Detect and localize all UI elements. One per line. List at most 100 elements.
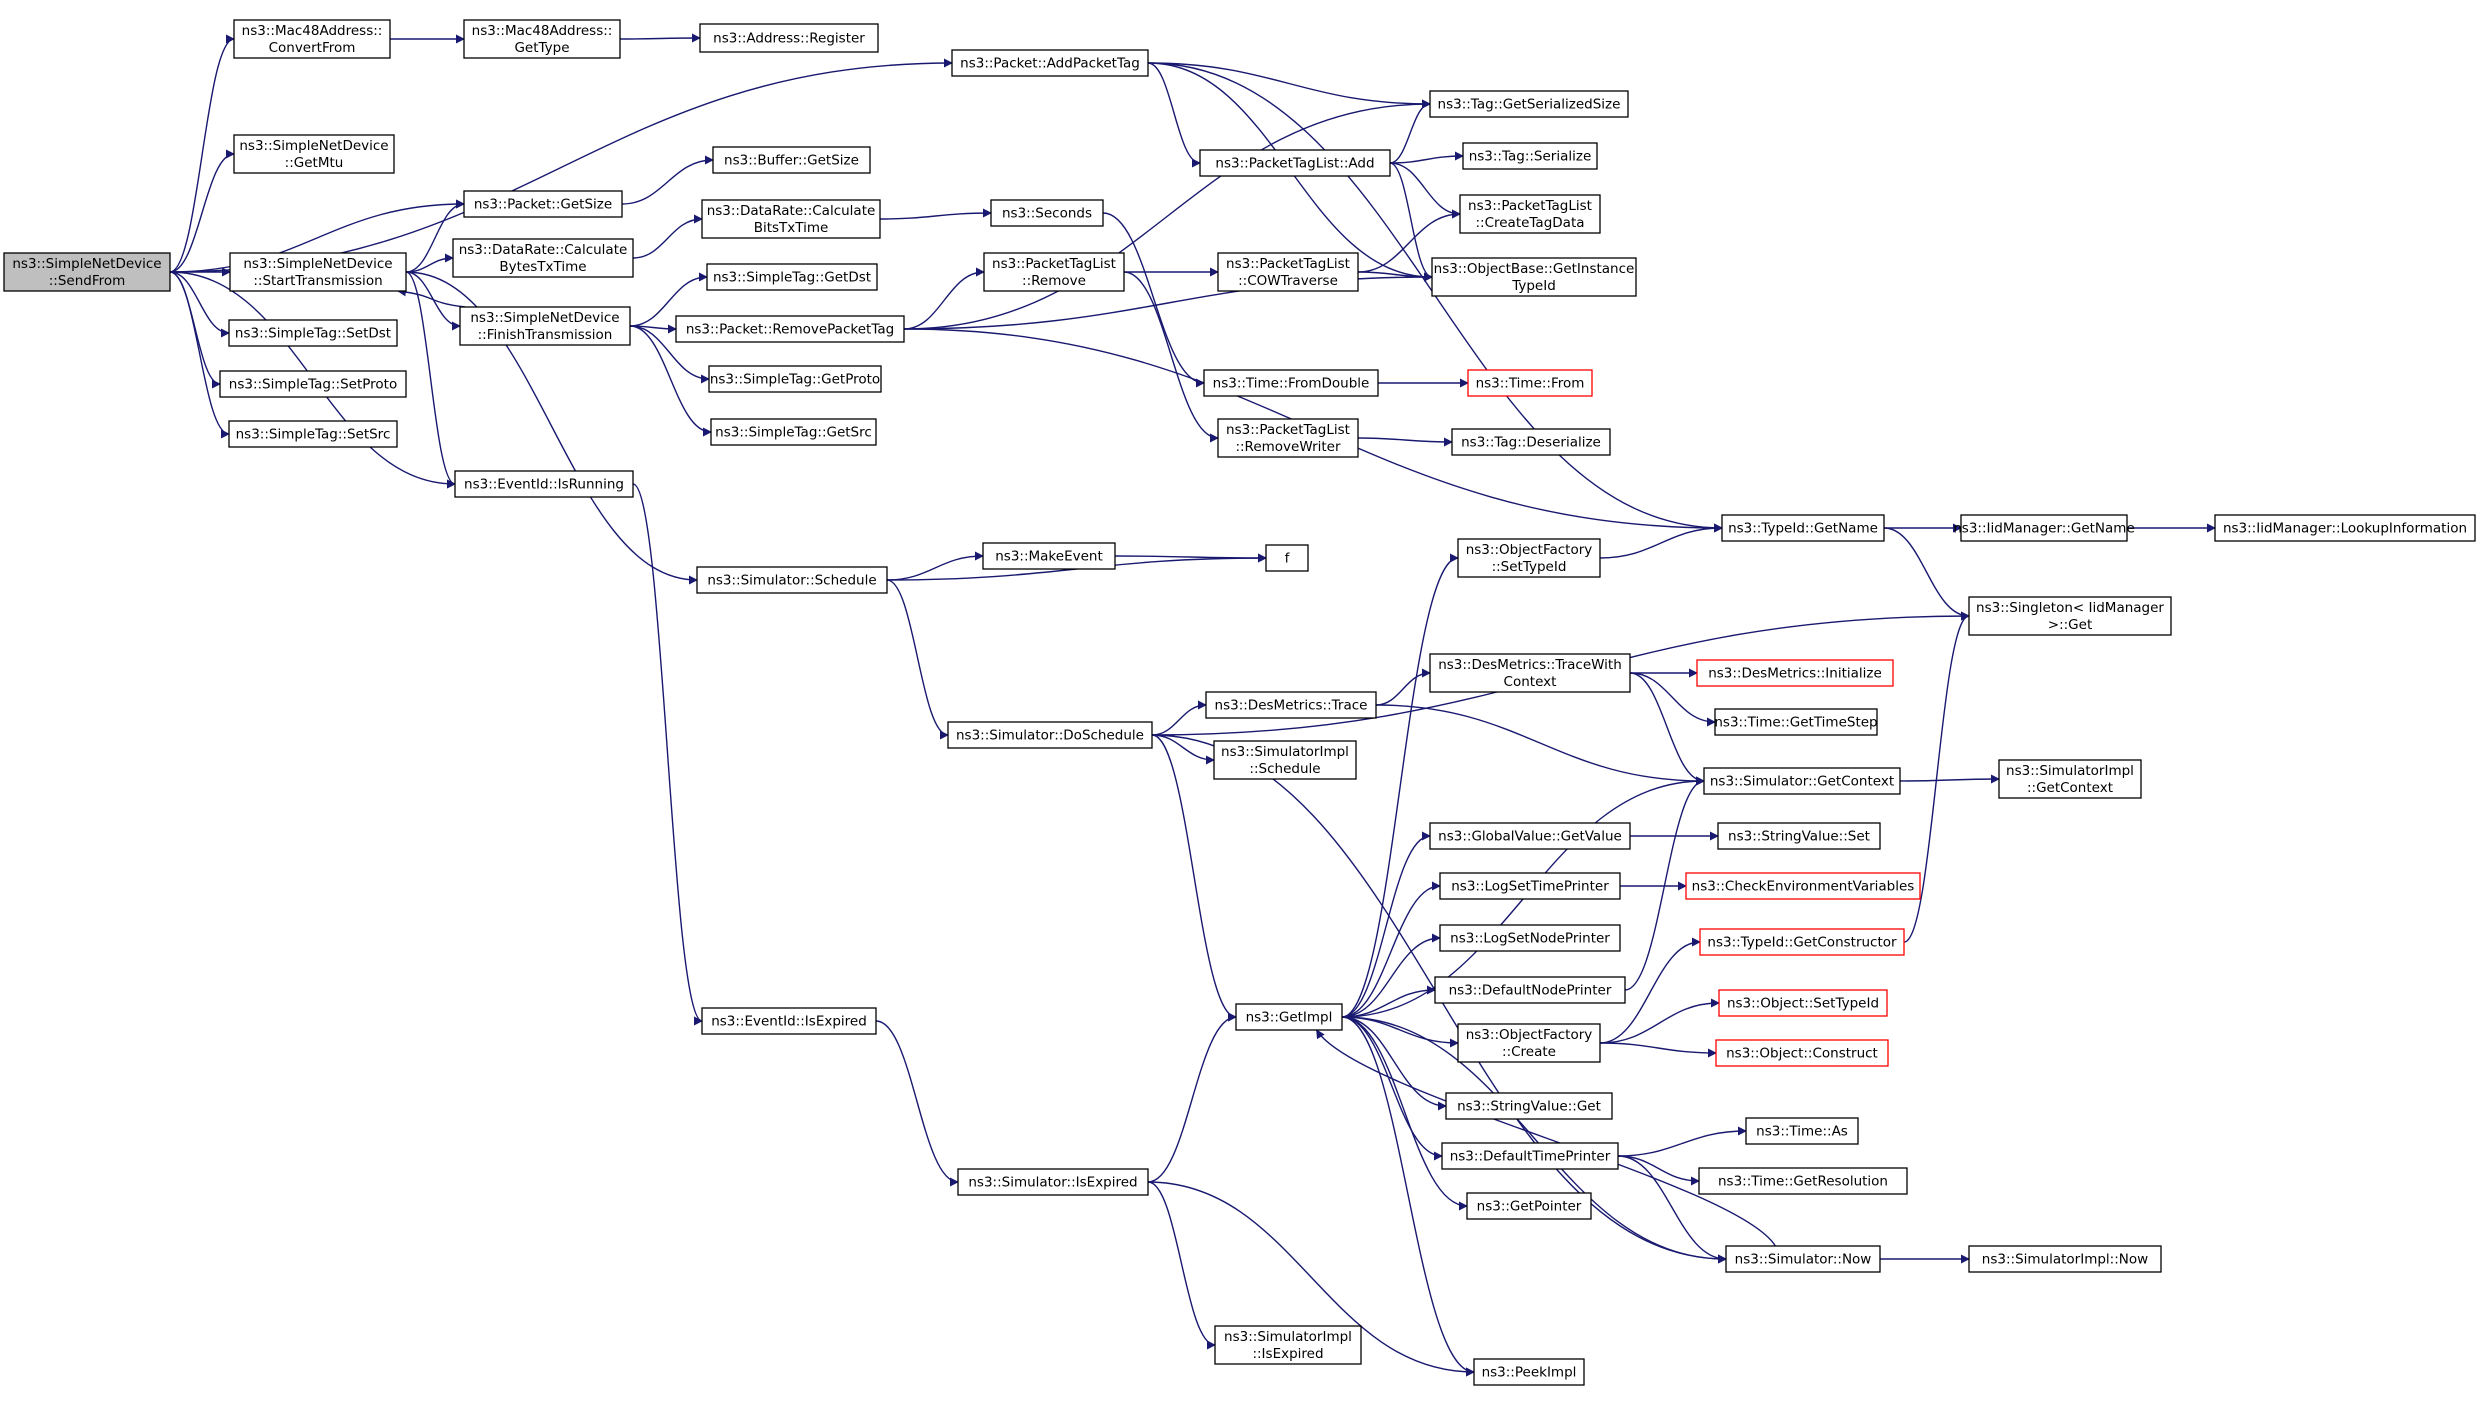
node-get-mtu[interactable]: ns3::SimpleNetDevice::GetMtu <box>233 134 395 174</box>
node-sim-impl-schedule[interactable]: ns3::SimulatorImpl::Schedule <box>1213 740 1357 780</box>
edge-get-impl-to-gv-get-value <box>1341 831 1431 1018</box>
node-box <box>701 199 881 239</box>
node-singleton-get[interactable]: ns3::Singleton< IidManager >::Get <box>1968 596 2172 636</box>
node-sv-get[interactable]: ns3::StringValue::Get <box>1445 1092 1613 1120</box>
node-gv-get-value[interactable]: ns3::GlobalValue::GetValue <box>1429 822 1631 850</box>
node-time-from-double[interactable]: ns3::Time::FromDouble <box>1203 369 1379 397</box>
node-label: ns3::DesMetrics::Trace <box>1215 698 1368 714</box>
edge-send-from-to-mac-convert <box>169 34 235 273</box>
node-tag-serialize[interactable]: ns3::Tag::Serialize <box>1462 142 1598 170</box>
edge-dr-bits-tx-to-seconds <box>879 208 992 220</box>
node-get-pointer[interactable]: ns3::GetPointer <box>1466 1192 1592 1220</box>
node-set-src[interactable]: ns3::SimpleTag::SetSrc <box>228 420 398 448</box>
node-box <box>701 1007 877 1035</box>
node-add-packet-tag[interactable]: ns3::Packet::AddPacketTag <box>951 49 1149 77</box>
node-ptl-cow[interactable]: ns3::PacketTagList::COWTraverse <box>1217 252 1359 292</box>
node-type-id-get-ctor[interactable]: ns3::TypeId::GetConstructor <box>1699 928 1905 956</box>
edge-finish-tx-to-get-proto <box>629 325 710 384</box>
node-iid-lookup[interactable]: ns3::IidManager::LookupInformation <box>2214 514 2476 542</box>
node-ptl-add[interactable]: ns3::PacketTagList::Add <box>1199 149 1391 177</box>
node-label: ns3::SimpleTag::GetProto <box>710 372 880 388</box>
node-obj-set-type-id[interactable]: ns3::Object::SetTypeId <box>1718 989 1888 1017</box>
edge-do-schedule-to-get-impl <box>1151 734 1237 1022</box>
node-box <box>1699 928 1905 956</box>
node-remove-packet-tag[interactable]: ns3::Packet::RemovePacketTag <box>675 315 905 343</box>
node-start-tx[interactable]: ns3::SimpleNetDevice::StartTransmission <box>229 252 407 292</box>
node-get-src[interactable]: ns3::SimpleTag::GetSrc <box>710 418 877 446</box>
node-do-schedule[interactable]: ns3::Simulator::DoSchedule <box>947 721 1153 749</box>
node-type-id-get-name[interactable]: ns3::TypeId::GetName <box>1721 514 1885 542</box>
node-send-from[interactable]: ns3::SimpleNetDevice::SendFrom <box>3 252 171 292</box>
edge-des-trace-to-des-trace-with <box>1375 668 1431 706</box>
node-sim-schedule[interactable]: ns3::Simulator::Schedule <box>696 566 888 594</box>
node-sim-get-context[interactable]: ns3::Simulator::GetContext <box>1703 767 1901 795</box>
node-sv-set[interactable]: ns3::StringValue::Set <box>1717 822 1881 850</box>
node-obj-fact-create[interactable]: ns3::ObjectFactory::Create <box>1457 1023 1601 1063</box>
node-ptl-create[interactable]: ns3::PacketTagList::CreateTagData <box>1459 194 1601 234</box>
node-label: ns3::SimulatorImpl <box>1221 744 1349 760</box>
node-log-set-time[interactable]: ns3::LogSetTimePrinter <box>1439 872 1621 900</box>
node-box <box>1457 538 1601 578</box>
node-time-get-step[interactable]: ns3::Time::GetTimeStep <box>1714 708 1878 736</box>
node-is-running[interactable]: ns3::EventId::IsRunning <box>454 470 634 498</box>
node-peek-impl[interactable]: ns3::PeekImpl <box>1473 1358 1585 1386</box>
node-buf-get-size[interactable]: ns3::Buffer::GetSize <box>712 146 871 174</box>
node-time-from[interactable]: ns3::Time::From <box>1467 369 1593 397</box>
node-sim-impl-is-expired[interactable]: ns3::SimulatorImpl::IsExpired <box>1214 1325 1362 1365</box>
node-label: TypeId <box>1511 278 1556 294</box>
edge-def-time-printer-to-sim-now <box>1617 1155 1727 1264</box>
node-time-as[interactable]: ns3::Time::As <box>1745 1117 1859 1145</box>
node-check-env[interactable]: ns3::CheckEnvironmentVariables <box>1685 872 1921 900</box>
node-ptl-remove[interactable]: ns3::PacketTagList::Remove <box>983 252 1125 292</box>
node-log-set-node[interactable]: ns3::LogSetNodePrinter <box>1439 924 1621 952</box>
node-obj-construct[interactable]: ns3::Object::Construct <box>1715 1039 1889 1067</box>
node-tag-get-ser[interactable]: ns3::Tag::GetSerializedSize <box>1429 90 1629 118</box>
node-obj-fact-set-type[interactable]: ns3::ObjectFactory::SetTypeId <box>1457 538 1601 578</box>
node-time-get-res[interactable]: ns3::Time::GetResolution <box>1698 1167 1908 1195</box>
node-box <box>712 146 871 174</box>
node-tag-get-dst[interactable]: ns3::SimpleTag::GetDst <box>706 263 878 291</box>
node-event-is-expired[interactable]: ns3::EventId::IsExpired <box>701 1007 877 1035</box>
node-box <box>3 252 171 292</box>
node-sim-impl-now[interactable]: ns3::SimulatorImpl::Now <box>1968 1245 2162 1273</box>
node-des-init[interactable]: ns3::DesMetrics::Initialize <box>1696 659 1894 687</box>
node-get-proto[interactable]: ns3::SimpleTag::GetProto <box>708 365 882 393</box>
node-tag-deserialize[interactable]: ns3::Tag::Deserialize <box>1451 428 1611 456</box>
node-make-event[interactable]: ns3::MakeEvent <box>982 542 1116 570</box>
node-set-dst[interactable]: ns3::SimpleTag::SetDst <box>228 319 398 347</box>
node-set-proto[interactable]: ns3::SimpleTag::SetProto <box>219 370 407 398</box>
node-box <box>1696 659 1894 687</box>
node-def-node-printer[interactable]: ns3::DefaultNodePrinter <box>1434 976 1626 1004</box>
node-get-impl[interactable]: ns3::GetImpl <box>1235 1003 1343 1031</box>
node-box <box>1217 252 1359 292</box>
node-des-trace[interactable]: ns3::DesMetrics::Trace <box>1205 691 1377 719</box>
node-sim-impl-get-context[interactable]: ns3::SimulatorImpl::GetContext <box>1998 759 2142 799</box>
node-label: ns3::IidManager::LookupInformation <box>2223 521 2467 537</box>
node-label: ns3::SimpleNetDevice <box>243 256 392 272</box>
node-iid-get-name[interactable]: ns3::IidManager::GetName <box>1953 514 2135 542</box>
node-sim-is-expired[interactable]: ns3::Simulator::IsExpired <box>957 1168 1149 1196</box>
edge-des-trace-with-to-sim-get-context <box>1629 672 1705 786</box>
node-label: ns3::TypeId::GetConstructor <box>1707 935 1897 951</box>
node-ptl-remove-writer[interactable]: ns3::PacketTagList::RemoveWriter <box>1217 418 1359 458</box>
node-finish-tx[interactable]: ns3::SimpleNetDevice::FinishTransmission <box>459 306 631 346</box>
node-addr-register[interactable]: ns3::Address::Register <box>699 23 879 53</box>
node-mac-get-type[interactable]: ns3::Mac48Address::GetType <box>463 19 621 59</box>
node-label: ::IsExpired <box>1252 1346 1323 1362</box>
node-f[interactable]: f <box>1265 544 1309 572</box>
node-mac-convert[interactable]: ns3::Mac48Address::ConvertFrom <box>233 19 391 59</box>
node-seconds[interactable]: ns3::Seconds <box>990 199 1104 227</box>
node-sim-now[interactable]: ns3::Simulator::Now <box>1725 1245 1881 1273</box>
node-box <box>1685 872 1921 900</box>
node-label: ns3::Time::GetTimeStep <box>1714 715 1877 731</box>
node-box <box>1431 257 1637 297</box>
node-box <box>699 23 879 53</box>
node-label: ::RemoveWriter <box>1235 439 1341 455</box>
node-pkt-get-size[interactable]: ns3::Packet::GetSize <box>463 190 623 218</box>
node-def-time-printer[interactable]: ns3::DefaultTimePrinter <box>1441 1142 1619 1170</box>
node-label: ns3::Packet::AddPacketTag <box>960 56 1140 72</box>
